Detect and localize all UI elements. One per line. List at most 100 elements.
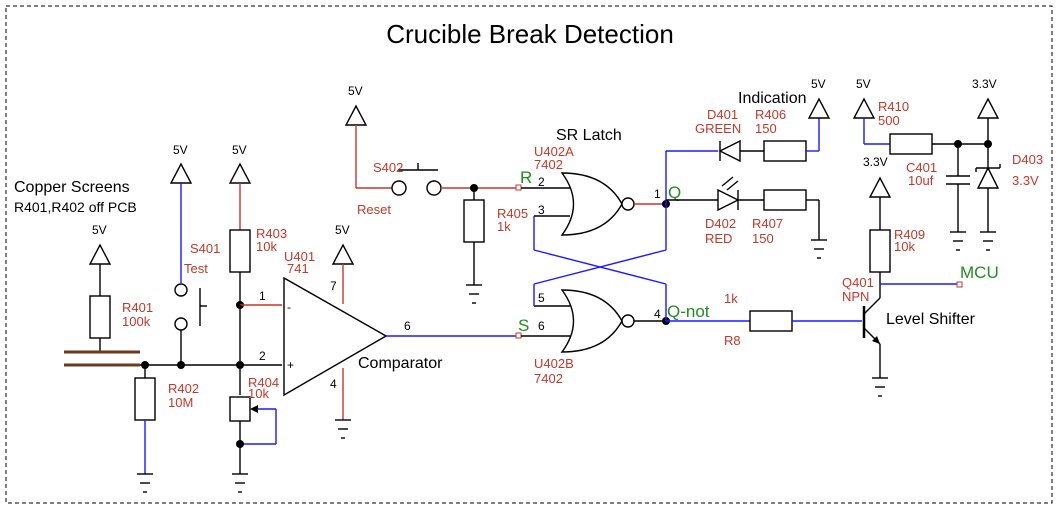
net-r: R	[520, 168, 532, 187]
svg-text:5V: 5V	[232, 143, 247, 157]
s402-contact-right	[426, 180, 442, 196]
ground-c401	[950, 231, 966, 251]
u401-value: 741	[287, 261, 309, 276]
d403-ref: D403	[1012, 152, 1043, 167]
r403-value: 10k	[256, 239, 277, 254]
u402a-ref: U402A	[534, 144, 574, 159]
rail-5v-s401: 5V	[169, 143, 193, 184]
svg-text:3: 3	[538, 203, 545, 217]
r401-ref: R401	[122, 300, 153, 315]
copper-note-label: R401,R402 off PCB	[14, 199, 137, 215]
zener-d403	[976, 166, 1000, 189]
resistor-r409	[869, 229, 891, 273]
svg-text:3.3V: 3.3V	[972, 77, 997, 91]
d403-value: 3.3V	[1012, 173, 1039, 188]
d401-value: GREEN	[695, 121, 741, 136]
svg-text:+: +	[287, 358, 294, 372]
rail-5v-r410: 5V	[852, 77, 876, 119]
pot-r404	[229, 396, 251, 422]
svg-text:5V: 5V	[335, 223, 350, 237]
net-q: Q	[668, 183, 681, 202]
svg-text:7: 7	[330, 279, 337, 293]
resistor-r405	[463, 199, 485, 243]
svg-text:3.3V: 3.3V	[863, 155, 888, 169]
ground-u401	[335, 419, 351, 439]
ground-r405	[466, 284, 482, 304]
svg-text:5V: 5V	[856, 77, 871, 91]
frame-border	[5, 5, 1053, 504]
c401-value: 10uf	[908, 173, 934, 188]
svg-text:6: 6	[538, 319, 545, 333]
r409-value: 10k	[894, 239, 915, 254]
r409-ref: R409	[894, 227, 925, 242]
rail-5v-r406: 5V	[807, 77, 831, 119]
nor-gate-u402a	[560, 172, 623, 236]
q401-value: NPN	[842, 289, 869, 304]
r8-value: 1k	[724, 291, 738, 306]
s401-value: Test	[184, 261, 208, 276]
rail-3v3-d403: 3.3V	[972, 77, 1000, 119]
q401-ref: Q401	[842, 275, 874, 290]
ground-r402	[137, 473, 153, 493]
s402-contact-left	[391, 180, 407, 196]
indication-label: Indication	[738, 90, 807, 107]
comparator-label: Comparator	[358, 355, 443, 372]
net-s: S	[518, 316, 529, 335]
rail-3v3-r409: 3.3V	[863, 155, 892, 198]
r8-ref: R8	[724, 333, 741, 348]
r403-ref: R403	[256, 226, 287, 241]
s401-contact-bottom	[174, 317, 188, 331]
rail-5v-r403: 5V	[228, 143, 252, 184]
svg-text:2: 2	[259, 349, 266, 363]
nor-gate-u402b	[560, 289, 623, 353]
r402-ref: R402	[168, 381, 199, 396]
resistor-r403	[229, 229, 251, 273]
rail-5v-u401: 5V	[331, 223, 355, 265]
svg-text:1: 1	[654, 187, 661, 201]
svg-text:5V: 5V	[811, 77, 826, 91]
level-shifter-label: Level Shifter	[886, 311, 976, 328]
led-d402	[717, 188, 740, 212]
r406-value: 150	[755, 121, 777, 136]
r404-ref: R404	[248, 375, 279, 390]
resistor-r406	[763, 140, 807, 162]
ground-r404	[232, 473, 248, 493]
sr-latch-label: SR Latch	[556, 127, 622, 144]
s402-ref: S402	[373, 160, 403, 175]
u402b-ref: U402B	[534, 356, 574, 371]
resistor-r402	[134, 377, 156, 421]
r407-value: 150	[752, 231, 774, 246]
s402-value: Reset	[357, 202, 391, 217]
d402-value: RED	[705, 231, 732, 246]
s401-ref: S401	[190, 241, 220, 256]
net-mcu: MCU	[960, 263, 999, 282]
u401-ref: U401	[284, 249, 315, 264]
u402b-value: 7402	[534, 371, 563, 386]
resistor-r410	[889, 133, 933, 155]
ground-d403	[980, 231, 996, 251]
svg-text:6: 6	[404, 319, 411, 333]
r406-ref: R406	[755, 107, 786, 122]
led-d401	[718, 139, 741, 163]
rail-5v-r401: 5V	[88, 223, 112, 296]
svg-text:5V: 5V	[92, 223, 107, 237]
resistor-r407	[763, 189, 807, 211]
svg-text:-: -	[287, 300, 291, 314]
s401-contact-top	[174, 283, 188, 297]
svg-text:1: 1	[259, 289, 266, 303]
r407-ref: R407	[752, 216, 783, 231]
u402a-value: 7402	[534, 157, 563, 172]
net-q-not: Q-not	[667, 302, 710, 321]
r410-value: 500	[878, 113, 900, 128]
ground-r407	[811, 239, 827, 259]
svg-text:4: 4	[654, 307, 661, 321]
r410-ref: R410	[878, 99, 909, 114]
svg-text:2: 2	[538, 175, 545, 189]
r404-value: 10k	[248, 386, 269, 401]
copper-screens-label: Copper Screens	[14, 179, 130, 196]
resistor-r8	[749, 310, 793, 332]
d401-ref: D401	[707, 107, 738, 122]
d402-ref: D402	[705, 216, 736, 231]
r405-ref: R405	[497, 206, 528, 221]
